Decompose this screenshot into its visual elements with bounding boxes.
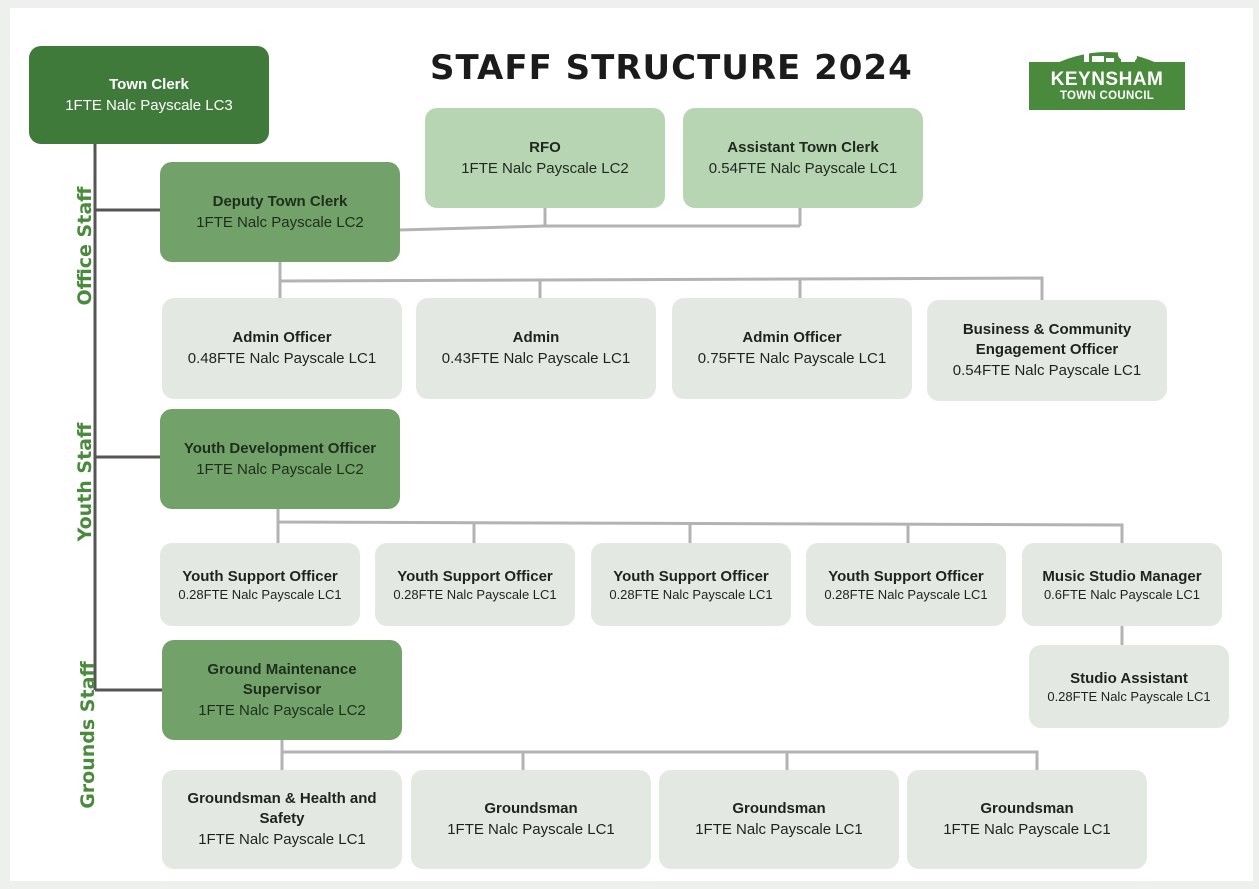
role-payscale: 0.28FTE Nalc Payscale LC1 [824,586,988,602]
role-box-admin-officer-1: Admin Officer 0.48FTE Nalc Payscale LC1 [162,298,402,399]
role-box-assistant-town-clerk: Assistant Town Clerk 0.54FTE Nalc Paysca… [683,108,923,208]
role-box-town-clerk: Town Clerk 1FTE Nalc Payscale LC3 [29,46,269,144]
side-label-grounds-text: Grounds Staff [77,661,99,809]
role-box-groundsman-health-safety: Groundsman & Health and Safety 1FTE Nalc… [162,770,402,869]
role-box-rfo: RFO 1FTE Nalc Payscale LC2 [425,108,665,208]
role-payscale: 0.28FTE Nalc Payscale LC1 [609,586,773,602]
role-payscale: 0.28FTE Nalc Payscale LC1 [393,586,557,602]
role-payscale: 0.54FTE Nalc Payscale LC1 [708,159,898,177]
role-payscale: 1FTE Nalc Payscale LC1 [695,821,863,838]
role-box-groundsman-3: Groundsman 1FTE Nalc Payscale LC1 [907,770,1147,869]
role-title: Ground Maintenance Supervisor [207,660,357,698]
connector-grounds-row [280,739,1039,771]
role-box-youth-development-officer: Youth Development Officer 1FTE Nalc Pays… [160,409,400,509]
role-payscale: 1FTE Nalc Payscale LC1 [198,831,366,848]
role-box-ground-maintenance-supervisor: Ground Maintenance Supervisor 1FTE Nalc … [162,640,402,740]
role-title: Admin Officer [742,329,842,346]
role-box-youth-support-4: Youth Support Officer 0.28FTE Nalc Paysc… [806,543,1006,626]
role-title: Groundsman [484,800,578,817]
role-payscale: 0.75FTE Nalc Payscale LC1 [697,350,887,367]
role-title: Admin [512,329,560,346]
role-title: Town Clerk [109,75,189,93]
role-box-music-studio-manager: Music Studio Manager 0.6FTE Nalc Payscal… [1022,543,1222,626]
role-box-admin-officer-2: Admin Officer 0.75FTE Nalc Payscale LC1 [672,298,912,399]
role-box-admin: Admin 0.43FTE Nalc Payscale LC1 [416,298,656,399]
connector-deputy-top [398,224,800,232]
connector-admin-row [278,261,1044,300]
role-title: Youth Support Officer [397,567,553,585]
role-title: Assistant Town Clerk [727,138,879,156]
role-title: Youth Support Officer [182,567,338,585]
role-box-groundsman-1: Groundsman 1FTE Nalc Payscale LC1 [411,770,651,869]
role-payscale: 1FTE Nalc Payscale LC2 [461,159,629,177]
role-title: Groundsman & Health and Safety [187,790,377,827]
role-box-groundsman-2: Groundsman 1FTE Nalc Payscale LC1 [659,770,899,869]
side-label-youth-text: Youth Staff [74,422,96,542]
role-box-youth-support-3: Youth Support Officer 0.28FTE Nalc Paysc… [591,543,791,626]
role-title: Youth Support Officer [828,567,984,585]
role-title: Music Studio Manager [1042,567,1202,585]
role-payscale: 0.6FTE Nalc Payscale LC1 [1043,586,1201,602]
page-title: STAFF STRUCTURE 2024 [430,48,913,88]
role-box-deputy-town-clerk: Deputy Town Clerk 1FTE Nalc Payscale LC2 [160,162,400,262]
role-payscale: 0.28FTE Nalc Payscale LC1 [1047,688,1211,704]
logo-subtitle: TOWN COUNCIL [1059,89,1155,102]
role-title: Deputy Town Clerk [212,192,348,210]
role-payscale: 1FTE Nalc Payscale LC2 [196,460,364,478]
council-logo: KEYNSHAM TOWN COUNCIL [1029,40,1185,110]
role-box-youth-support-2: Youth Support Officer 0.28FTE Nalc Paysc… [375,543,575,626]
role-payscale: 1FTE Nalc Payscale LC1 [447,821,615,838]
role-title: Admin Officer [232,329,332,346]
role-payscale: 1FTE Nalc Payscale LC2 [198,701,366,719]
logo-band: KEYNSHAM TOWN COUNCIL [1029,62,1185,110]
role-payscale: 0.48FTE Nalc Payscale LC1 [187,350,377,367]
role-payscale: 1FTE Nalc Payscale LC3 [65,96,233,114]
role-payscale: 0.43FTE Nalc Payscale LC1 [441,350,631,367]
role-title: Groundsman [732,800,826,817]
side-label-office-text: Office Staff [74,186,96,306]
role-title: Youth Support Officer [613,567,769,585]
logo-name: KEYNSHAM [1050,68,1164,90]
role-title: Studio Assistant [1070,669,1188,687]
role-payscale: 1FTE Nalc Payscale LC1 [943,821,1111,838]
role-box-youth-support-1: Youth Support Officer 0.28FTE Nalc Paysc… [160,543,360,626]
role-payscale: 0.28FTE Nalc Payscale LC1 [178,586,342,602]
role-box-business-community: Business & Community Engagement Officer … [927,300,1167,401]
role-box-studio-assistant: Studio Assistant 0.28FTE Nalc Payscale L… [1029,645,1229,728]
role-payscale: 1FTE Nalc Payscale LC2 [196,213,364,231]
connector-youth-row [276,508,1124,543]
role-title: RFO [529,138,561,156]
role-payscale: 0.54FTE Nalc Payscale LC1 [952,362,1142,379]
role-title: Business & Community Engagement Officer [962,321,1132,358]
role-title: Youth Development Officer [183,439,377,457]
role-title: Groundsman [980,800,1074,817]
